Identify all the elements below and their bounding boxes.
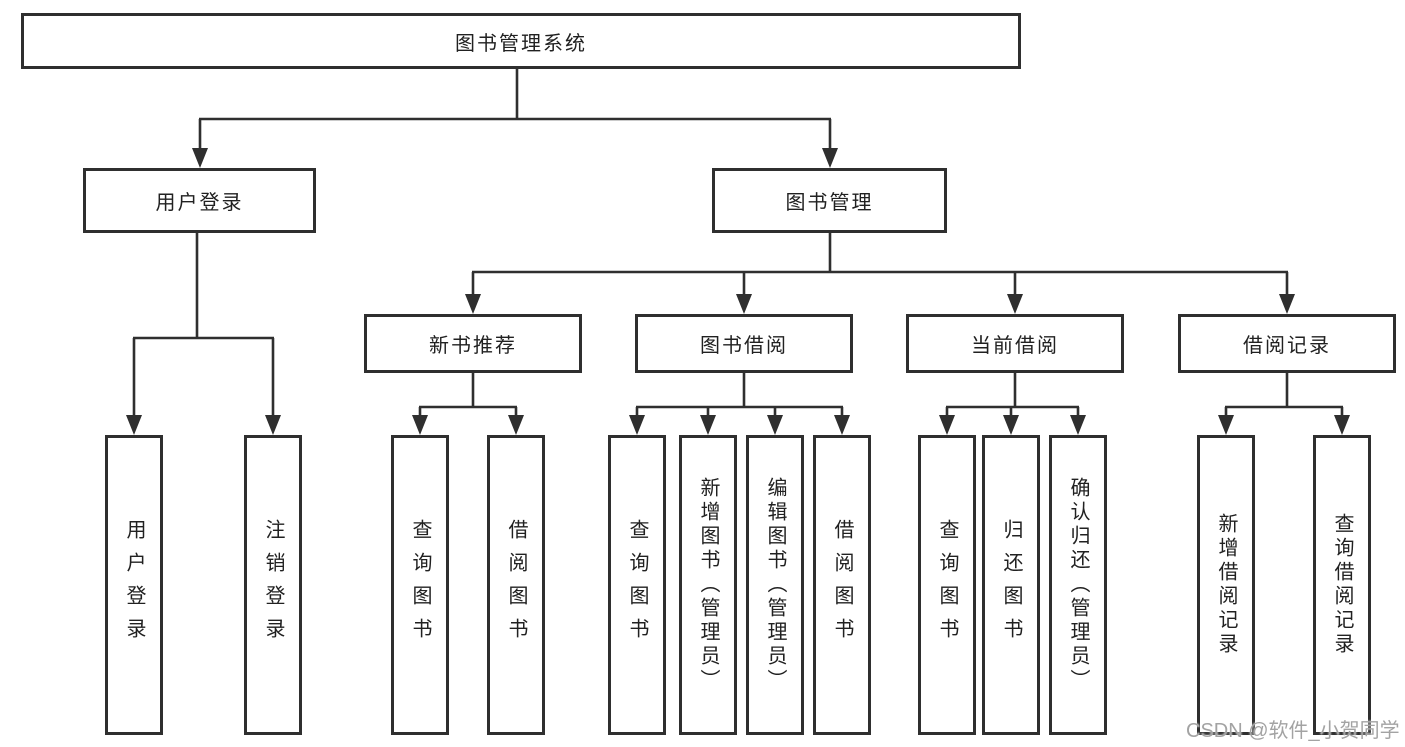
- node-current-borrowing: 当前借阅: [906, 314, 1124, 373]
- leaf-logout-label: 注销登录: [262, 519, 284, 651]
- leaf-confirm-return-admin: 确认归还（管理员）: [1049, 435, 1107, 735]
- leaf-query-books-current: 查询图书: [918, 435, 976, 735]
- leaf-edit-books-admin-label: 编辑图书（管理员）: [764, 477, 786, 693]
- node-book-management: 图书管理: [712, 168, 947, 233]
- leaf-user-login: 用户登录: [105, 435, 163, 735]
- node-new-book-recommend: 新书推荐: [364, 314, 582, 373]
- watermark-text: CSDN @软件_小贺同学: [1186, 720, 1400, 742]
- node-user-login: 用户登录: [83, 168, 316, 233]
- leaf-add-books-admin-label: 新增图书（管理员）: [697, 477, 719, 693]
- leaf-borrow-books-recommend-label: 借阅图书: [505, 519, 527, 651]
- node-borrowing-records-label: 借阅记录: [1243, 335, 1331, 357]
- leaf-return-books-label: 归还图书: [1000, 519, 1022, 651]
- leaf-logout: 注销登录: [244, 435, 302, 735]
- leaf-query-books-current-label: 查询图书: [936, 519, 958, 651]
- leaf-query-books-recommend-label: 查询图书: [409, 519, 431, 651]
- leaf-user-login-label: 用户登录: [123, 519, 145, 651]
- leaf-query-books-borrowing: 查询图书: [608, 435, 666, 735]
- leaf-borrow-books-label: 借阅图书: [831, 519, 853, 651]
- leaf-add-borrow-record: 新增借阅记录: [1197, 435, 1255, 735]
- leaf-add-borrow-record-label: 新增借阅记录: [1215, 513, 1237, 657]
- leaf-edit-books-admin: 编辑图书（管理员）: [746, 435, 804, 735]
- leaf-borrow-books: 借阅图书: [813, 435, 871, 735]
- node-root-label: 图书管理系统: [455, 32, 587, 55]
- node-book-management-label: 图书管理: [785, 192, 874, 214]
- leaf-query-books-recommend: 查询图书: [391, 435, 449, 735]
- node-new-book-recommend-label: 新书推荐: [429, 335, 517, 357]
- leaf-query-books-borrowing-label: 查询图书: [626, 519, 648, 651]
- leaf-confirm-return-admin-label: 确认归还（管理员）: [1067, 477, 1089, 693]
- node-user-login-label: 用户登录: [155, 192, 244, 214]
- node-borrowing-records: 借阅记录: [1178, 314, 1396, 373]
- leaf-query-borrow-record-label: 查询借阅记录: [1331, 513, 1353, 657]
- leaf-borrow-books-recommend: 借阅图书: [487, 435, 545, 735]
- node-book-borrowing-label: 图书借阅: [700, 335, 788, 357]
- leaf-add-books-admin: 新增图书（管理员）: [679, 435, 737, 735]
- node-book-borrowing: 图书借阅: [635, 314, 853, 373]
- node-current-borrowing-label: 当前借阅: [971, 335, 1059, 357]
- leaf-return-books: 归还图书: [982, 435, 1040, 735]
- leaf-query-borrow-record: 查询借阅记录: [1313, 435, 1371, 735]
- node-root: 图书管理系统: [21, 13, 1021, 69]
